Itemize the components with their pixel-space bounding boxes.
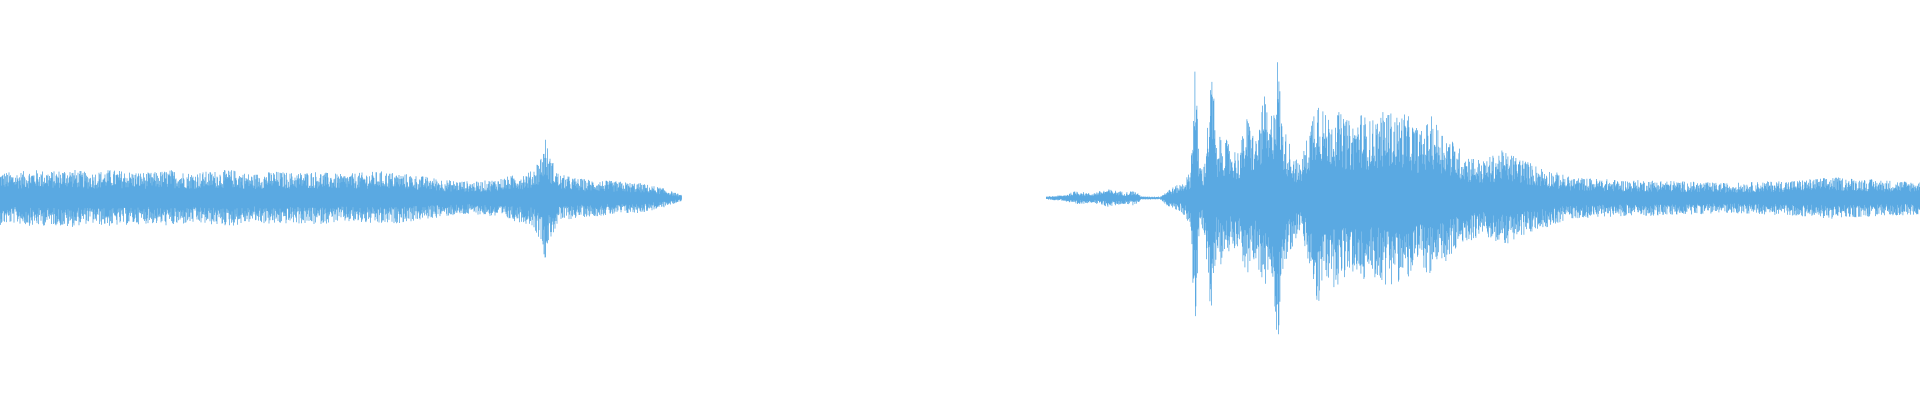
waveform-clip-1 (0, 139, 682, 258)
waveform-clip-2 (1046, 62, 1920, 335)
waveform-clips (0, 62, 1920, 335)
waveform-trace (0, 139, 682, 258)
